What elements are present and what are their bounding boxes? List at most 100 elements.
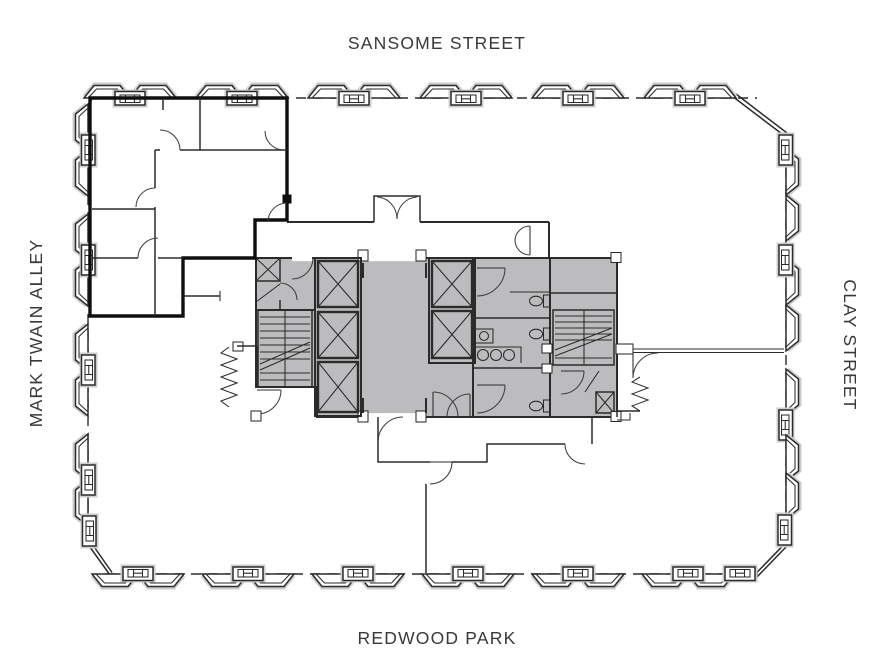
accordion-partition-icon [219, 346, 239, 408]
window-icon [670, 564, 706, 583]
double-door-swing-icon [514, 225, 531, 256]
door-swing-icon [159, 129, 285, 151]
sink-counter [474, 328, 494, 344]
window-icon [448, 89, 484, 108]
east-bays [775, 132, 802, 548]
door-swing-icon [564, 443, 586, 465]
door-swing-icon [291, 257, 314, 280]
door-swing-icon [632, 352, 659, 379]
x-brace-icon [255, 257, 281, 282]
elevator-x [431, 310, 473, 359]
corridor-north [282, 194, 550, 258]
elevator-bank-west [314, 257, 362, 417]
bay-window-icon [784, 303, 802, 353]
window-icon [336, 89, 372, 108]
toilet-tank [542, 399, 551, 413]
toilet-tank [542, 327, 551, 341]
door-swing-icon [476, 267, 506, 297]
window-icon [776, 132, 795, 168]
door-swing-icon [135, 187, 156, 208]
door-jamb [615, 343, 634, 355]
opening [379, 413, 403, 421]
toilet-icon [528, 295, 544, 307]
window-icon [79, 462, 98, 498]
west-of-core [183, 291, 258, 408]
window-icon [230, 564, 266, 583]
west-bays [72, 102, 99, 549]
shaft-room [255, 257, 281, 282]
elevator-icon [316, 310, 360, 360]
elevator-icon [316, 360, 360, 414]
shaft-room [595, 391, 615, 414]
window-icon [79, 352, 98, 388]
demising-wall [452, 443, 565, 463]
opening [253, 390, 260, 414]
window-icon [775, 512, 794, 548]
corridor-east [615, 343, 784, 417]
wall-notch [617, 413, 631, 421]
elevator-x [317, 361, 359, 413]
highlighted-suite [88, 96, 289, 318]
window-icon [722, 564, 758, 583]
north-bays [82, 82, 738, 108]
corner-brace [255, 283, 281, 303]
door-swing-icon [476, 384, 506, 414]
column-node [250, 410, 262, 422]
stall-stub [541, 343, 553, 354]
window-icon [120, 564, 156, 583]
window-icon [340, 564, 376, 583]
corridor-wall [633, 348, 784, 354]
wall [616, 410, 640, 417]
x-brace-icon [595, 391, 615, 414]
lobby-stub-walls [362, 263, 427, 413]
elevator-bank-wall [314, 257, 362, 417]
stair-break-line [259, 341, 311, 371]
opening [292, 254, 312, 262]
south-partitions [377, 416, 593, 573]
demising-wall [377, 417, 430, 463]
core-outline [255, 257, 618, 418]
door-swing-icon [279, 282, 298, 301]
door-swing-icon [267, 202, 288, 223]
street-label-top: SANSOME STREET [348, 33, 526, 53]
suite-partition [162, 98, 201, 150]
column-node [610, 251, 622, 264]
sink-icon [478, 330, 490, 342]
stair-break-line [554, 327, 613, 357]
elevator-x [317, 260, 359, 308]
corner-brace [584, 370, 600, 393]
door-leaf [432, 392, 471, 417]
sink-icon [476, 348, 490, 362]
corridor-wall [287, 221, 550, 258]
vestibule-wall [373, 195, 421, 222]
door-swing-icon [137, 237, 159, 259]
corner-chamfer-se [754, 543, 788, 578]
elevator-x [431, 260, 473, 308]
street-label-bottom: REDWOOD PARK [358, 628, 517, 648]
door-swing-icon [429, 461, 453, 485]
south-bays [90, 564, 758, 590]
bay-window-icon [784, 471, 802, 521]
elevator-bank-wall [428, 257, 476, 364]
restrooms [472, 258, 553, 417]
window-icon [776, 242, 795, 278]
sink-icon [502, 348, 516, 362]
door-swing-icon [432, 391, 471, 418]
stair-east-icon [550, 292, 617, 366]
toilet-icon [528, 328, 544, 340]
building-core [232, 249, 631, 423]
door-jamb [415, 410, 427, 423]
door-swing-icon [377, 416, 404, 443]
window-icon [80, 513, 99, 549]
suite-outline [88, 96, 289, 318]
toilet-tank [542, 294, 551, 308]
door-jamb [357, 249, 369, 262]
door-swing-icon [560, 370, 585, 395]
window-icon [450, 564, 486, 583]
elevator-x [317, 311, 359, 359]
door-jamb [415, 249, 427, 262]
opening [366, 254, 424, 262]
sink-icon [489, 348, 503, 362]
window-icon [560, 89, 596, 108]
